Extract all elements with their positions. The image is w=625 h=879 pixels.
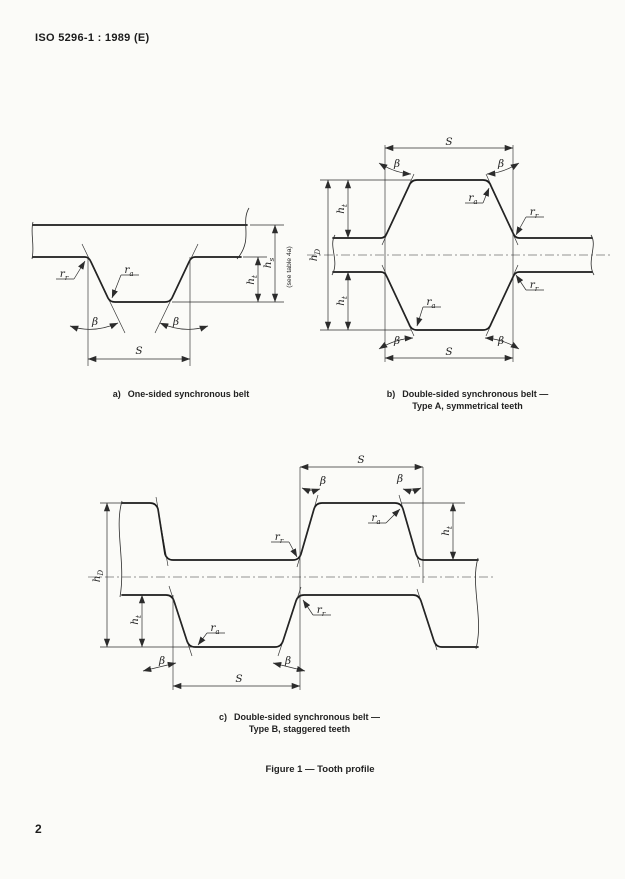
label-beta-top-left: β	[393, 158, 400, 170]
page-number: 2	[35, 822, 42, 836]
label-root-radius-rr-mid: rr	[317, 604, 326, 618]
label-tip-radius-ra-bottom: ra	[210, 622, 219, 636]
label-tip-radius-ra-top: ra	[371, 512, 380, 526]
caption-a-text: One-sided synchronous belt	[127, 389, 250, 399]
label-tooth-width-s-bottom: S	[445, 346, 452, 358]
caption-c-letter: c)	[218, 712, 227, 722]
label-beta-bottom-left: β	[393, 335, 400, 347]
label-root-radius-rr-top: rr	[530, 206, 539, 220]
belt-profile-c	[88, 500, 495, 650]
label-beta-top-left: β	[319, 475, 326, 487]
label-tooth-height-ht-bottom: ht	[335, 296, 349, 306]
label-total-thickness-hd: hD	[91, 569, 105, 582]
dimensions-a	[56, 224, 279, 363]
dimensions-b	[324, 144, 544, 362]
label-tooth-height-ht-bottom: ht	[129, 615, 143, 625]
caption-a: a) One-sided synchronous belt	[61, 389, 301, 401]
caption-b-letter: b)	[386, 389, 396, 399]
label-tip-radius-ra-bottom: ra	[426, 296, 435, 310]
label-tooth-width-s: S	[135, 345, 142, 357]
label-beta-top-right: β	[396, 473, 403, 485]
diagram-b-double-sided-type-a: S S β β β β ra rr rr ra ht ht hD	[307, 136, 613, 362]
caption-b-line2: Type A, symmetrical teeth	[412, 400, 523, 411]
label-beta-bottom-left: β	[158, 655, 165, 667]
label-root-radius-rr-top: rr	[275, 531, 284, 545]
label-total-thickness-hd: hD	[308, 248, 322, 261]
dimensions-c	[103, 463, 457, 690]
label-tooth-height-ht-top: ht	[440, 526, 454, 536]
caption-c: c)Double-sided synchronous belt — Type B…	[177, 712, 422, 735]
caption-a-letter: a)	[112, 389, 121, 399]
caption-c-line1: c)Double-sided synchronous belt —	[218, 712, 381, 722]
label-root-radius-rr: rr	[60, 268, 69, 282]
label-tooth-width-s-bottom: S	[235, 673, 242, 685]
label-tooth-width-s-top: S	[445, 136, 452, 148]
label-beta-bottom-right: β	[497, 335, 504, 347]
label-flank-angle-beta-right: β	[172, 316, 179, 328]
construction-lines-a	[81, 224, 284, 366]
label-see-table-note: (see table 4a)	[286, 246, 293, 288]
label-beta-top-right: β	[497, 158, 504, 170]
label-root-radius-rr-bottom: rr	[530, 279, 539, 293]
caption-c-line2: Type B, staggered teeth	[248, 723, 351, 734]
label-beta-bottom-right: β	[284, 655, 291, 667]
construction-lines-b	[320, 145, 519, 362]
belt-profile-a	[31, 207, 250, 303]
label-tooth-height-ht: ht	[245, 275, 259, 285]
label-belt-thickness-hs: hs	[262, 257, 276, 268]
diagram-a-one-sided-belt: S β β rr ra ht hs (see table 4a)	[31, 207, 293, 366]
label-tooth-width-s-top: S	[357, 454, 364, 466]
label-flank-angle-beta-left: β	[91, 316, 98, 328]
label-tooth-height-ht-top: ht	[335, 204, 349, 214]
diagram-c-double-sided-type-b: S S β β β β rr ra rr ra hD ht ht	[88, 454, 495, 690]
page-header: ISO 5296-1 : 1989 (E)	[35, 32, 150, 44]
figure-title: Figure 1 — Tooth profile	[265, 764, 375, 775]
belt-profile-b	[307, 179, 613, 331]
label-tip-radius-ra-top: ra	[468, 192, 477, 206]
caption-b-line1: b)Double-sided synchronous belt —	[386, 389, 549, 399]
label-tip-radius-ra: ra	[124, 264, 133, 278]
construction-lines-c	[100, 467, 465, 690]
caption-b: b)Double-sided synchronous belt — Type A…	[345, 389, 590, 412]
